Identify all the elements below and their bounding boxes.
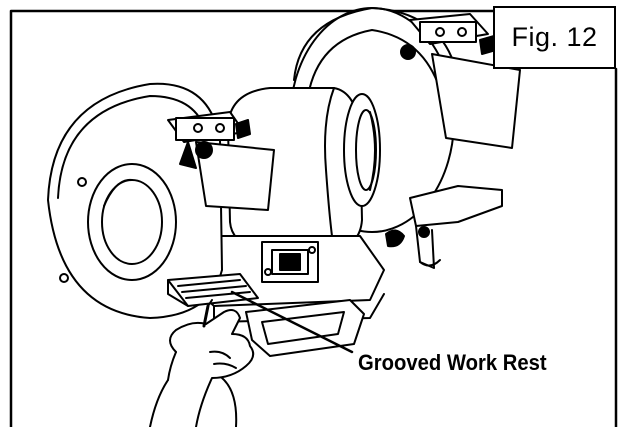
frame-border bbox=[9, 9, 618, 427]
grooved-work-rest-callout: Grooved Work Rest bbox=[358, 350, 547, 375]
left-spark-deflector bbox=[195, 141, 275, 211]
right-spark-deflector bbox=[431, 53, 521, 149]
callout-leader-line bbox=[230, 290, 354, 354]
left-wheel-guard bbox=[47, 82, 275, 319]
hand-with-drill-bit bbox=[149, 299, 255, 427]
figure-number-label: Fig. 12 bbox=[493, 6, 616, 69]
